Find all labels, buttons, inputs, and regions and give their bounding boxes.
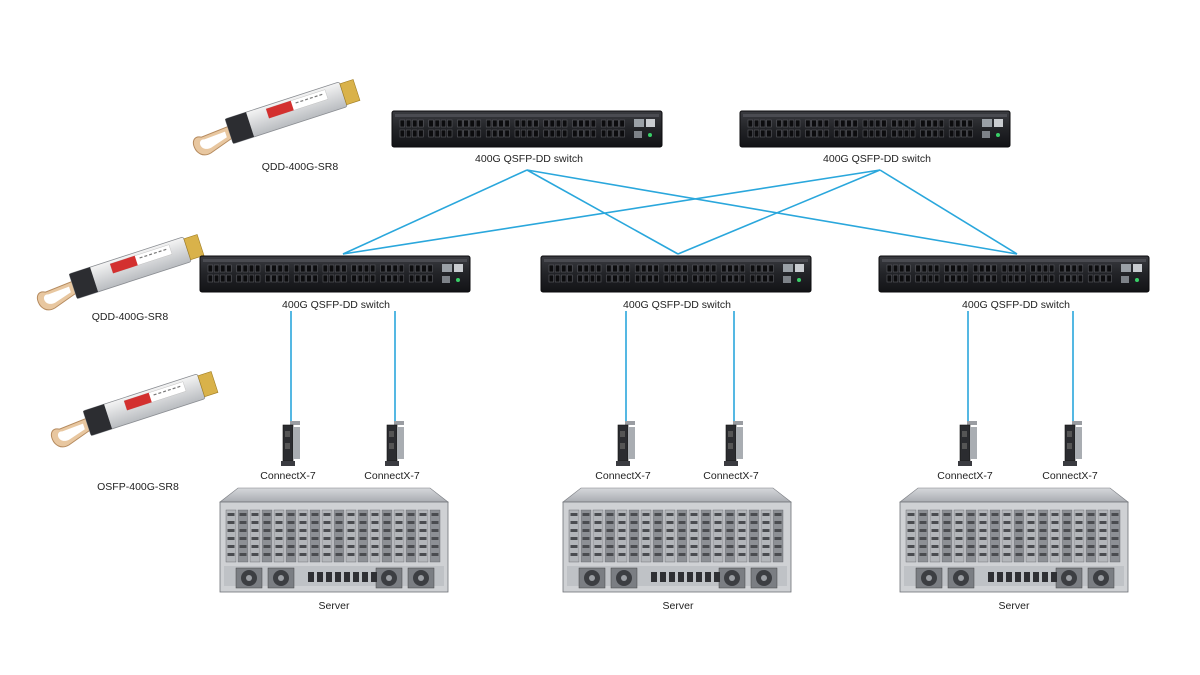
leaf-switch-label: 400G QSFP-DD switch: [282, 299, 390, 311]
server-label: Server: [319, 600, 350, 612]
spine-switch-label: 400G QSFP-DD switch: [823, 153, 931, 165]
leaf-switch-label: 400G QSFP-DD switch: [962, 299, 1070, 311]
uplink-cable: [342, 169, 881, 255]
gpu-server: [899, 487, 1129, 593]
connectx-7-label: ConnectX-7: [703, 470, 759, 482]
switches: 400G QSFP-DD switch 400G QSFP-DD switch 40…: [199, 110, 1150, 311]
gpu-server: [562, 487, 792, 593]
transceiver-module-label: QDD-400G-SR8: [262, 161, 339, 173]
connectx-7-card: [958, 421, 977, 466]
server-label: Server: [663, 600, 694, 612]
leaf-switch: [199, 255, 471, 293]
cable-links: [290, 169, 1074, 423]
spine-switch: [391, 110, 663, 148]
transceiver-module-label: OSFP-400G-SR8: [97, 481, 179, 493]
leaf-switch: [540, 255, 812, 293]
connectx-7-card: [724, 421, 743, 466]
connectx-7-card: [281, 421, 300, 466]
connectx-7-card: [1063, 421, 1082, 466]
transceiver-module: [36, 234, 205, 311]
connectx-7-label: ConnectX-7: [364, 470, 420, 482]
spine-switch: [739, 110, 1011, 148]
transceiver-module: [192, 79, 361, 156]
server-label: Server: [999, 600, 1030, 612]
connectx-7-card: [385, 421, 404, 466]
connectx-7-label: ConnectX-7: [1042, 470, 1098, 482]
gpu-server: [219, 487, 449, 593]
uplink-cable: [526, 169, 1018, 255]
spine-switch-label: 400G QSFP-DD switch: [475, 153, 583, 165]
uplink-cable: [879, 169, 1018, 255]
connectx-7-label: ConnectX-7: [937, 470, 993, 482]
leaf-switch: [878, 255, 1150, 293]
uplink-cable: [342, 169, 528, 255]
connectx-7-card: [616, 421, 635, 466]
transceiver-module: [50, 371, 219, 448]
servers: Server Server Server: [219, 487, 1129, 612]
uplink-cable: [677, 169, 881, 255]
connectx-7-label: ConnectX-7: [260, 470, 316, 482]
uplink-cable: [526, 169, 679, 255]
network-cards: ConnectX-7 ConnectX-7 ConnectX-7 ConnectX-7…: [260, 421, 1098, 482]
leaf-switch-label: 400G QSFP-DD switch: [623, 299, 731, 311]
connectx-7-label: ConnectX-7: [595, 470, 651, 482]
transceiver-module-label: QDD-400G-SR8: [92, 311, 169, 323]
